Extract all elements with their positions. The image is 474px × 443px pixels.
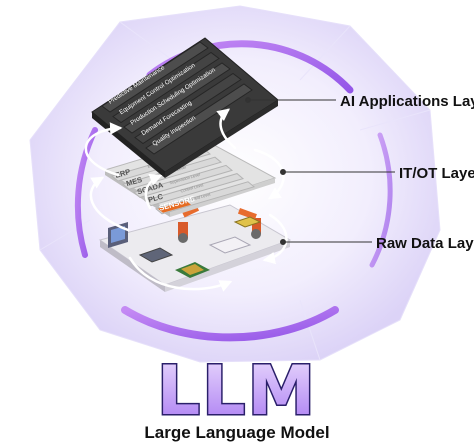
itot-tier-name: MES xyxy=(125,175,143,188)
ai-item-strip xyxy=(134,72,242,145)
itot-layer-label: IT/OT Layer xyxy=(399,165,474,182)
robot-arm-icon xyxy=(237,207,261,239)
flow-arrow xyxy=(262,213,288,265)
itot-tier-strip xyxy=(132,164,234,198)
ring-arc-bottom xyxy=(121,306,339,342)
sensors-tag xyxy=(158,200,191,213)
llm-subtitle: Large Language Model xyxy=(144,423,330,442)
ring-arc-right xyxy=(369,132,393,268)
llm-logo: LLM xyxy=(155,351,317,433)
ai-item-strip xyxy=(101,41,209,113)
flow-arrow xyxy=(89,176,130,232)
ai-item-strip xyxy=(145,83,253,155)
llm-logo-text: LLM xyxy=(157,352,317,431)
flow-arrow xyxy=(216,108,237,150)
raw-data-layer xyxy=(98,204,292,292)
flow-arrow xyxy=(128,256,233,292)
machine-icon xyxy=(138,247,174,263)
raw-data-layer-label: Raw Data Layer xyxy=(376,235,474,252)
itot-tier-sublabel: Field Level xyxy=(191,192,211,202)
flow-arrow xyxy=(84,122,123,177)
flow-arrow xyxy=(144,173,163,210)
ai-item-strip xyxy=(123,62,231,134)
chip-icon xyxy=(175,262,210,278)
gauge-icon xyxy=(233,216,262,228)
ring-arc-left xyxy=(74,127,98,258)
ai-item-strip xyxy=(112,51,220,124)
machine-icon xyxy=(208,236,252,254)
itot-tier-sublabel: Control Level xyxy=(180,182,204,193)
ai-applications-layer-label: AI Applications Layer xyxy=(340,93,474,110)
itot-tier-name: ERP xyxy=(114,167,131,180)
label-connectors xyxy=(245,97,395,245)
itot-tier-name: PLC xyxy=(147,192,164,205)
